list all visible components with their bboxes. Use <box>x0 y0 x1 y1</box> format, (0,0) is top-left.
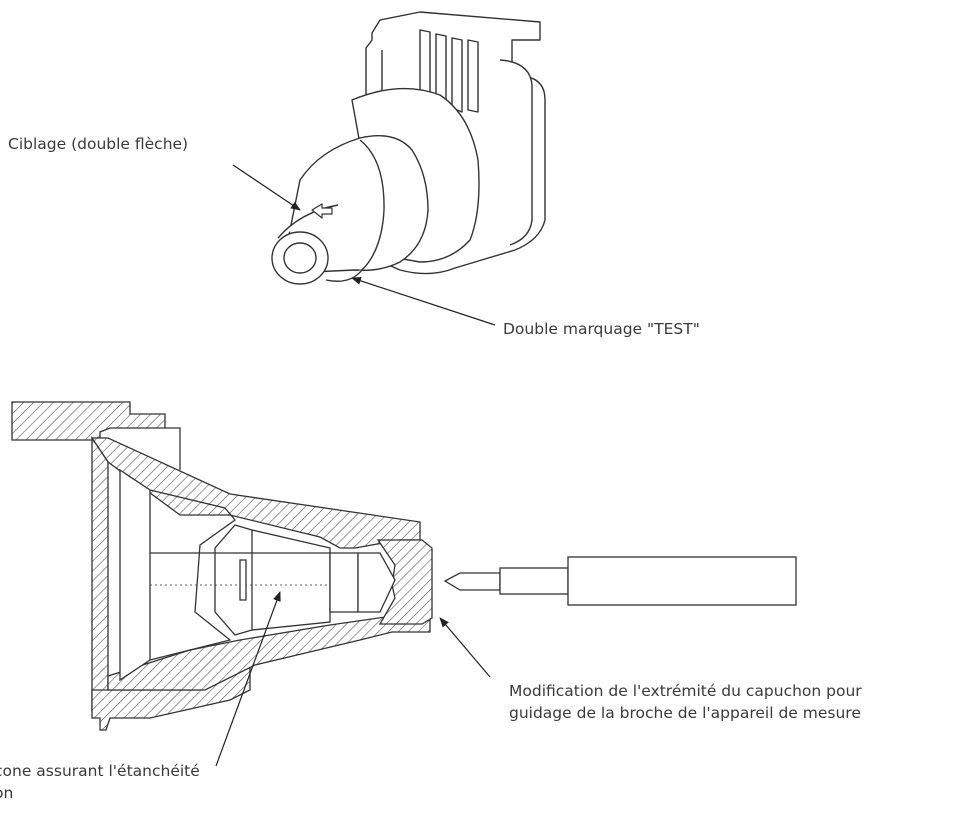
leader-lines-bottom <box>215 591 491 767</box>
silicone-seal-line-1: cone assurant l'étanchéité <box>0 762 200 780</box>
targeting-label: Ciblage (double flèche) <box>8 135 189 153</box>
leader-lines-top <box>232 164 496 326</box>
cap-modification-label: Modification de l'extrémité du capuchon … <box>509 680 862 724</box>
cross-section-drawing <box>11 401 797 731</box>
connector-cap-drawing <box>271 11 546 285</box>
cap-modification-line-2: guidage de la broche de l'appareil de me… <box>509 704 861 722</box>
cap-modification-line-1: Modification de l'extrémité du capuchon … <box>509 682 862 700</box>
silicone-seal-label: cone assurant l'étanchéité on <box>0 760 200 804</box>
test-marking-label: Double marquage "TEST" <box>503 320 700 338</box>
silicone-seal-line-2: on <box>0 784 14 802</box>
